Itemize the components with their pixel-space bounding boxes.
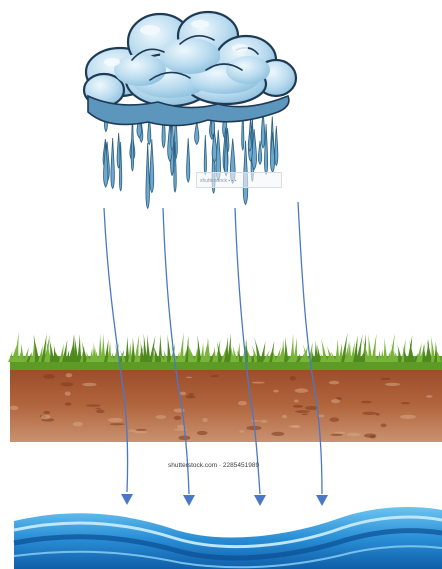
soil-speck [380, 378, 390, 380]
soil-speck [252, 382, 265, 384]
soil-speck [178, 436, 190, 441]
soil-speck [293, 405, 304, 408]
soil-speck [271, 432, 284, 436]
soil-speck [239, 430, 244, 433]
soil-speck [188, 393, 194, 395]
soil-speck [362, 412, 377, 415]
soil-speck [186, 395, 196, 399]
soil-speck [134, 431, 147, 434]
soil-speck [43, 374, 55, 378]
grass-blade [146, 334, 151, 362]
soil-speck [210, 375, 219, 377]
soil-speck [361, 401, 372, 404]
soil-speck [95, 408, 100, 410]
soil-speck [400, 415, 416, 419]
soil-speck [108, 418, 123, 422]
soil-speck [82, 383, 96, 386]
soil-speck [135, 429, 147, 431]
soil-speck [305, 406, 318, 410]
grass-blade [335, 339, 340, 362]
raindrop [150, 139, 154, 192]
grass-and-soil [8, 332, 442, 442]
grass-blade [383, 338, 388, 362]
soil-speck [10, 406, 19, 411]
grass-blade [167, 334, 172, 362]
soil-speck [41, 415, 51, 420]
soil-speck [289, 425, 299, 427]
watermark-strip: shutterstock ▪ ▪ ▪ [196, 172, 282, 188]
soil-speck [290, 376, 296, 380]
raindrop [111, 138, 114, 189]
soil-speck [238, 401, 247, 405]
soil-speck [401, 402, 411, 404]
raindrop [146, 143, 150, 208]
soil-speck [156, 415, 166, 419]
soil-speck [186, 377, 192, 379]
soil-speck [180, 392, 187, 395]
soil-speck [282, 415, 287, 418]
soil-speck [302, 414, 308, 416]
soil-speck [61, 382, 74, 386]
soil-speck [295, 410, 310, 413]
soil-speck [260, 420, 267, 423]
arrow-4 [298, 202, 322, 494]
arrow-4-head [316, 495, 328, 506]
soil-speck [110, 423, 125, 425]
watermark: shutterstock.com · 2285451989 [168, 462, 259, 469]
raindrop [204, 135, 206, 175]
soil-speck [66, 373, 73, 377]
soil-speck [385, 383, 400, 386]
soil-speck [86, 404, 101, 406]
soil-speck [426, 395, 433, 398]
raindrop [275, 126, 278, 165]
soil-speck [364, 434, 377, 438]
arrow-2-head [183, 495, 195, 506]
groundwater [14, 507, 442, 569]
grass-blade [368, 334, 373, 362]
soil-speck [65, 391, 71, 395]
raindrop [258, 141, 261, 165]
arrow-3-head [254, 495, 266, 506]
raindrop [195, 121, 199, 145]
soil-speck [331, 399, 340, 403]
raindrop [187, 138, 190, 182]
soil-speck [295, 388, 308, 393]
soil-speck [381, 424, 387, 428]
soil-speck [43, 411, 50, 414]
grass-blade [77, 334, 82, 362]
arrow-2 [163, 208, 189, 494]
soil-speck [294, 400, 299, 403]
soil-speck [329, 381, 340, 385]
grass-blade [101, 333, 106, 362]
soil-speck [202, 418, 207, 422]
soil-speck [251, 420, 260, 422]
soil-speck [96, 410, 105, 414]
soil-speck [174, 416, 181, 420]
rain-cloud [84, 12, 296, 126]
soil-speck [273, 390, 279, 393]
infiltration-arrows [104, 202, 322, 494]
arrow-1-head [121, 494, 133, 505]
soil-speck [197, 431, 208, 435]
grass-blade [20, 342, 25, 362]
soil-speck [73, 422, 84, 426]
soil-speck [346, 433, 360, 437]
soil-speck [330, 417, 340, 421]
grass-blade [284, 336, 289, 362]
soil-speck [376, 413, 380, 416]
soil-speck [330, 434, 343, 436]
soil-speck [65, 402, 72, 405]
